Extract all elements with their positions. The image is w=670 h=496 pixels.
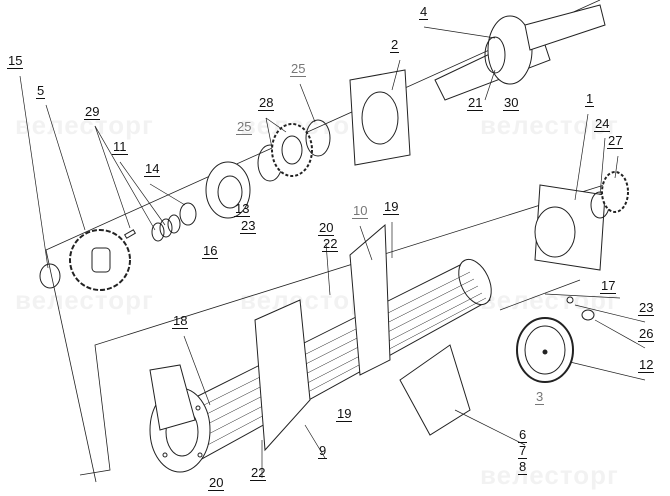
callout-label: 23 [638, 300, 655, 316]
callout-label: 6 [518, 427, 528, 443]
end-cover [516, 317, 574, 383]
nut [39, 263, 61, 289]
callout-label: 15 [7, 53, 24, 69]
callout-label: 10 [352, 203, 369, 219]
callout-label: 12 [638, 357, 655, 373]
right-housing [534, 184, 606, 271]
washer [159, 218, 173, 238]
callout-label: 22 [322, 236, 339, 252]
fitting [581, 309, 595, 321]
washer [566, 296, 574, 304]
callout-label: 18 [172, 313, 189, 329]
callout-label: 3 [535, 389, 545, 405]
axis-line [499, 279, 581, 311]
sprocket [69, 229, 131, 291]
callout-label: 26 [638, 326, 655, 342]
watermark: велесторг [15, 110, 154, 140]
callout-label: 30 [503, 95, 520, 111]
callout-label: 24 [594, 116, 611, 132]
blade [349, 223, 391, 376]
axis-line [45, 0, 601, 483]
leader-lines [19, 26, 646, 478]
key [123, 229, 137, 239]
bearing-cover [205, 161, 251, 219]
callout-label: 27 [607, 133, 624, 149]
bushing [179, 202, 197, 226]
washer [151, 222, 165, 242]
callout-label: 23 [240, 218, 257, 234]
callout-label: 21 [467, 95, 484, 111]
watermark: велесторг [480, 110, 619, 140]
callout-label: 19 [383, 199, 400, 215]
callout-label: 1 [585, 91, 595, 107]
callout-label: 13 [234, 201, 251, 217]
drive-shaft [434, 4, 606, 101]
callout-label: 4 [419, 4, 429, 20]
callout-label: 11 [112, 139, 128, 155]
watermark: велесторг [15, 285, 154, 315]
callout-label: 28 [258, 95, 275, 111]
callout-label: 16 [202, 243, 219, 259]
callout-label: 29 [84, 104, 101, 120]
callout-label: 22 [250, 465, 267, 481]
callout-label: 2 [390, 37, 400, 53]
callout-label: 8 [518, 459, 528, 475]
bearing [271, 123, 313, 177]
callout-label: 17 [600, 278, 617, 294]
callout-label: 19 [336, 406, 353, 422]
washer [167, 214, 181, 234]
callout-label: 25 [290, 61, 307, 77]
bearing [601, 171, 629, 213]
housing-plate [349, 69, 411, 166]
blade [149, 364, 196, 431]
callout-label: 14 [144, 161, 161, 177]
callout-label: 20 [208, 475, 225, 491]
callout-label: 20 [318, 220, 335, 236]
ring [305, 119, 331, 157]
blade [254, 299, 311, 452]
callout-label: 7 [518, 443, 528, 459]
callout-label: 25 [236, 119, 253, 135]
shaft-body [169, 258, 492, 461]
blade [399, 344, 471, 436]
callout-label: 5 [36, 83, 46, 99]
callout-label: 9 [318, 443, 328, 459]
watermark: велесторг [480, 460, 619, 490]
